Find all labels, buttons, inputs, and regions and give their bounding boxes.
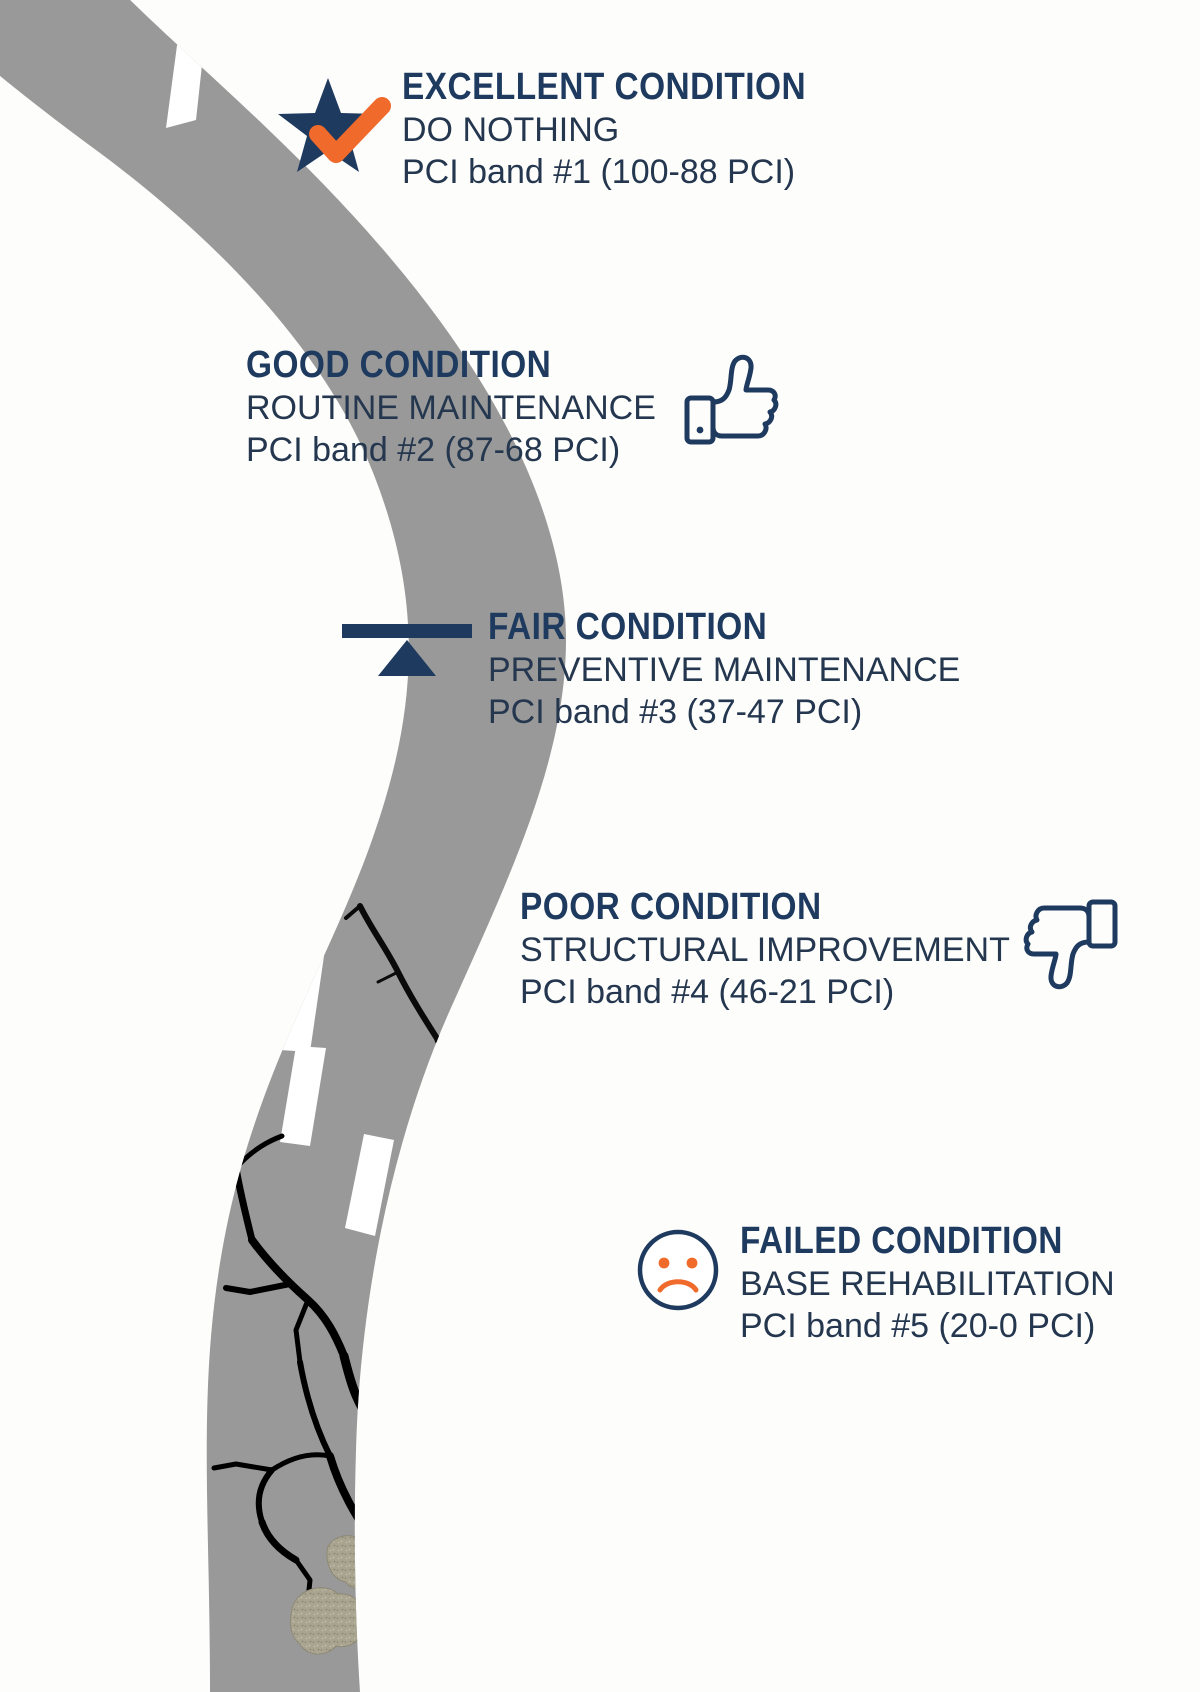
condition-band-excellent: PCI band #1 (100-88 PCI) bbox=[402, 153, 796, 192]
thumbs-up-icon bbox=[682, 352, 779, 448]
condition-treatment-excellent: DO NOTHING bbox=[402, 111, 620, 149]
condition-title-excellent: EXCELLENT CONDITION bbox=[402, 66, 807, 108]
condition-title-poor: POOR CONDITION bbox=[520, 886, 822, 928]
thumbs-down-icon bbox=[1023, 896, 1120, 992]
star-check-icon bbox=[278, 72, 398, 182]
condition-band-good: PCI band #2 (87-68 PCI) bbox=[246, 431, 621, 470]
condition-block-poor-text: POOR CONDITION STRUCTURAL IMPROVEMENT PC… bbox=[520, 888, 1010, 1012]
condition-treatment-poor: STRUCTURAL IMPROVEMENT bbox=[520, 931, 1010, 969]
condition-treatment-good: ROUTINE MAINTENANCE bbox=[246, 389, 656, 427]
condition-title-good: GOOD CONDITION bbox=[246, 344, 552, 386]
condition-title-fair: FAIR CONDITION bbox=[488, 606, 768, 648]
balance-scale-icon bbox=[342, 622, 472, 682]
condition-treatment-failed: BASE REHABILITATION bbox=[740, 1265, 1115, 1303]
road-surface bbox=[0, 0, 566, 1692]
condition-title-failed: FAILED CONDITION bbox=[740, 1220, 1063, 1262]
condition-block-fair: FAIR CONDITION PREVENTIVE MAINTENANCE PC… bbox=[342, 608, 960, 732]
condition-band-poor: PCI band #4 (46-21 PCI) bbox=[520, 973, 895, 1012]
condition-block-excellent-text: EXCELLENT CONDITION DO NOTHING PCI band … bbox=[402, 68, 861, 192]
condition-block-failed: FAILED CONDITION BASE REHABILITATION PCI… bbox=[636, 1222, 1115, 1346]
condition-block-fair-text: FAIR CONDITION PREVENTIVE MAINTENANCE PC… bbox=[488, 608, 960, 732]
sad-face-icon bbox=[636, 1228, 720, 1312]
condition-block-good-text: GOOD CONDITION ROUTINE MAINTENANCE PCI b… bbox=[246, 346, 656, 470]
condition-block-good: GOOD CONDITION ROUTINE MAINTENANCE PCI b… bbox=[246, 346, 779, 470]
condition-treatment-fair: PREVENTIVE MAINTENANCE bbox=[488, 651, 961, 689]
condition-block-poor: POOR CONDITION STRUCTURAL IMPROVEMENT PC… bbox=[520, 888, 1120, 1012]
condition-band-fair: PCI band #3 (37-47 PCI) bbox=[488, 693, 863, 732]
condition-band-failed: PCI band #5 (20-0 PCI) bbox=[740, 1307, 1096, 1346]
condition-block-failed-text: FAILED CONDITION BASE REHABILITATION PCI… bbox=[740, 1222, 1115, 1346]
condition-block-excellent: EXCELLENT CONDITION DO NOTHING PCI band … bbox=[278, 68, 861, 192]
